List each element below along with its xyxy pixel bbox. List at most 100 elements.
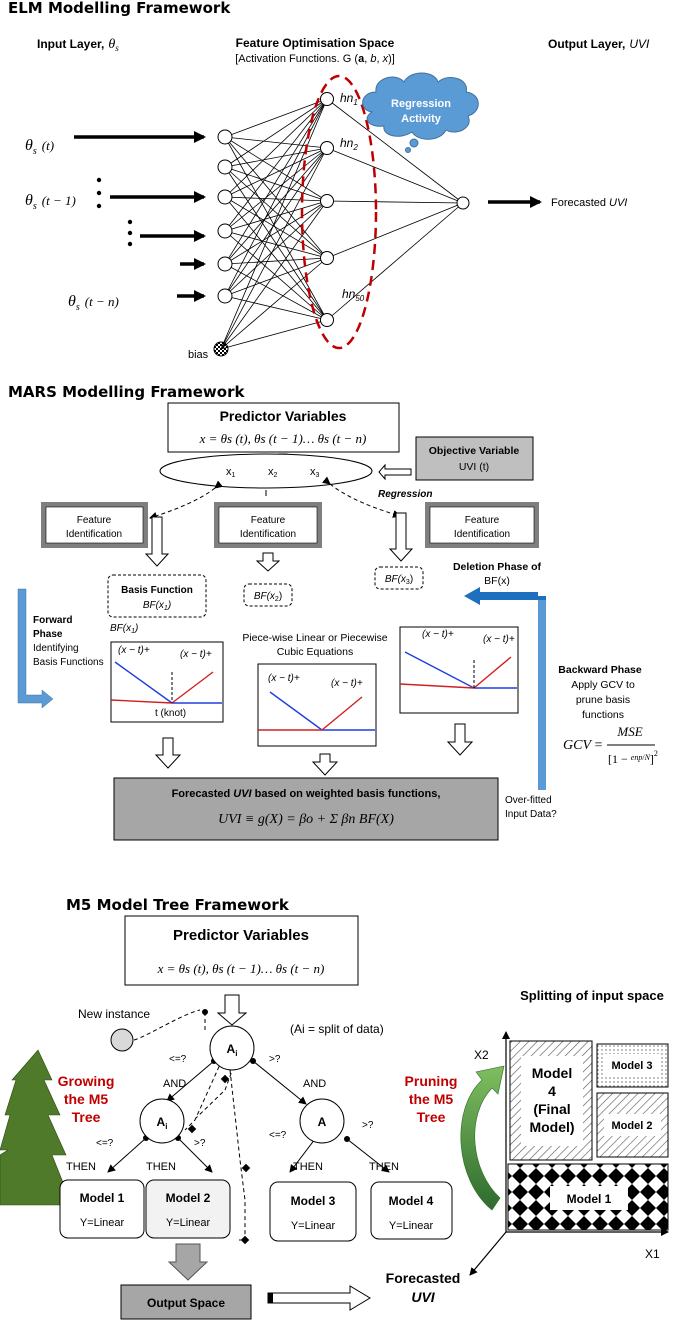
elm-edge <box>224 147 328 168</box>
elm-edge <box>224 196 328 202</box>
node-left-label: Ai <box>157 1115 168 1131</box>
node-root-label: Ai <box>227 1042 238 1058</box>
elm-edge <box>224 166 328 202</box>
var-x1: x1 <box>226 466 236 479</box>
region-model-2-label: Model 2 <box>612 1120 653 1132</box>
elm-edge <box>224 200 328 265</box>
node-left <box>139 1098 185 1144</box>
forward-line2: Phase <box>33 629 63 640</box>
and-left: AND <box>163 1078 186 1090</box>
splitting-title: Splitting of input space <box>520 988 664 1003</box>
hinge-plot-1: (x − t)+ (x − t)+ t (knot) <box>110 641 224 723</box>
bfx3-label: BF(x3) <box>385 574 413 586</box>
backward-line4: functions <box>582 709 624 721</box>
output-down-arrow <box>167 1243 209 1281</box>
node-right-label: A <box>318 1115 327 1129</box>
model-3-name: Model 3 <box>291 1194 336 1208</box>
right-le: <=? <box>269 1130 287 1141</box>
left-gt: >? <box>194 1138 206 1149</box>
model-2-eq: Y=Linear <box>166 1217 211 1229</box>
region-model-1-label: Model 1 <box>567 1192 612 1206</box>
plot1-knot: t (knot) <box>155 708 186 719</box>
bias-label: bias <box>188 349 209 361</box>
mars-forecast-box <box>113 777 499 841</box>
backward-line2: Apply GCV to <box>571 679 635 691</box>
regression-activity-cloud: Regression Activity <box>362 72 479 153</box>
plot1-bf-label: BF(x1) <box>110 623 138 635</box>
backward-bar <box>538 596 546 790</box>
basis-function-bfx1: BF(x1) <box>143 600 171 612</box>
feature-box-3: Feature Identification <box>425 502 539 548</box>
gcv-formula: GCV = MSE [1 − enp/N]2 <box>563 724 658 766</box>
feature-box-1-line2: Identification <box>66 529 122 540</box>
model-box-4: Model 4 Y=Linear <box>370 1181 453 1240</box>
elm-edge <box>224 147 328 297</box>
elm-edge <box>224 147 328 265</box>
mars-down-arrows <box>144 512 474 776</box>
elm-title: ELM Modelling Framework <box>8 0 231 17</box>
region-model-4-l2: 4 <box>548 1083 556 1099</box>
feature-box-2-line1: Feature <box>251 515 286 526</box>
objective-sub: UVI (t) <box>459 461 489 473</box>
hn50-label: hn50 <box>342 287 365 303</box>
elm-output-edge <box>326 98 464 204</box>
elm-edge <box>224 257 328 297</box>
input-theta-t-1: θs(t − 1) <box>25 192 76 212</box>
node-right <box>299 1098 345 1144</box>
activation-functions-label: [Activation Functions. G (a, b, x)] <box>235 53 395 65</box>
hinge-plot-2: (x − t)+ (x − t)+ <box>257 663 377 747</box>
new-instance-node <box>110 1028 134 1052</box>
var-x3: x3 <box>310 466 320 479</box>
elm-edge <box>224 200 328 232</box>
tree-edges <box>107 1060 390 1173</box>
feature-box-2-line2: Identification <box>240 529 296 540</box>
input-arrows <box>74 131 206 302</box>
feature-box-1-line1: Feature <box>77 515 112 526</box>
model-4-eq: Y=Linear <box>389 1220 434 1232</box>
basis-function-box <box>107 574 207 618</box>
input-theta-t-n: θs(t − n) <box>68 293 119 313</box>
output-node <box>456 196 470 210</box>
elm-edge <box>224 136 328 202</box>
elm-connections <box>220 98 464 350</box>
piecewise-line2: Cubic Equations <box>277 646 353 658</box>
output-arrow-tail <box>268 1293 273 1303</box>
objective-box <box>415 436 534 481</box>
elm-edge <box>224 147 328 232</box>
basis-function-title: Basis Function <box>121 585 193 596</box>
then-3: THEN <box>293 1161 323 1173</box>
node-root <box>209 1025 255 1071</box>
model-1-eq: Y=Linear <box>80 1217 125 1229</box>
hn2-label: hn2 <box>340 136 358 152</box>
elm-input-layer-label: Input Layer,θs <box>37 37 119 53</box>
input-nodes <box>217 129 233 304</box>
elm-edge <box>220 319 328 350</box>
plot1-hinge-right: (x − t)+ <box>180 649 212 660</box>
elm-edge <box>224 98 328 198</box>
plot3-hinge-right: (x − t)+ <box>483 634 515 645</box>
elm-edge <box>224 98 328 265</box>
then-1: THEN <box>66 1161 96 1173</box>
feature-box-3-line1: Feature <box>465 515 500 526</box>
hinge-plot-3: (x − t)+ (x − t)+ <box>399 626 519 714</box>
backward-arrow-head <box>464 587 546 605</box>
mars-forecast-eq: UVI ≡ g(X) = βo + Σ βn BF(X) <box>218 812 394 827</box>
split-note: (Ai = split of data) <box>290 1022 384 1036</box>
mars-predictor-eq: x = θs (t), θs (t − 1)… θs (t − n) <box>199 431 367 446</box>
axis-x2: X2 <box>474 1048 489 1062</box>
bfx2-box <box>243 583 293 607</box>
then-4: THEN <box>369 1161 399 1173</box>
elm-edge <box>224 196 328 259</box>
overfit-line1: Over-fitted <box>505 795 552 806</box>
backward-line1: Backward Phase <box>558 664 642 676</box>
pruning-line2: the M5 <box>409 1091 454 1107</box>
elm-edge <box>224 263 328 321</box>
output-space-label: Output Space <box>147 1296 225 1310</box>
objective-title: Objective Variable <box>429 445 520 457</box>
and-right: AND <box>303 1078 326 1090</box>
variables-ellipse <box>159 453 373 489</box>
m5-section: M5 Model Tree Framework Predictor Variab… <box>0 896 669 1320</box>
model-1-name: Model 1 <box>80 1191 125 1205</box>
